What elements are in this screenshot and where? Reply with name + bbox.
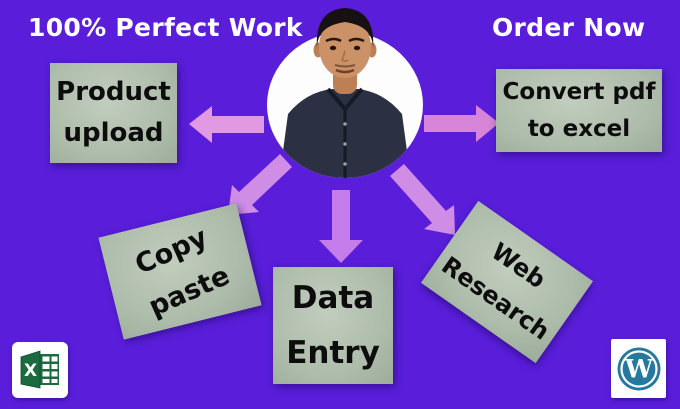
person-face (319, 16, 371, 78)
excel-card: X (12, 342, 68, 398)
person-eye-right (353, 45, 361, 51)
service-box-product-upload: Product upload (50, 63, 177, 163)
service-label: Convert pdf (502, 78, 656, 105)
seller-photo (267, 8, 423, 178)
person-eyebrow-left (325, 37, 342, 43)
person-nose (340, 50, 349, 62)
person-hair (316, 8, 374, 50)
person-eyebrow-right (348, 37, 365, 43)
excel-letter: X (24, 361, 37, 381)
wordpress-card: W (611, 339, 666, 398)
service-box-data-entry: Data Entry (273, 267, 393, 384)
person-mustache (334, 64, 356, 68)
arrow-down-left-icon (228, 154, 292, 215)
arrow-left-icon (189, 106, 264, 143)
person-eye-left (329, 45, 337, 51)
arrow-down-icon (319, 190, 363, 263)
cta-order-now[interactable]: Order Now (492, 13, 646, 42)
wordpress-letter: W (623, 354, 653, 383)
tagline-perfect-work: 100% Perfect Work (28, 13, 303, 42)
wordpress-icon: W (617, 347, 660, 390)
service-label: Data (291, 279, 375, 316)
service-label: to excel (527, 115, 631, 142)
person-mouth (335, 68, 355, 74)
service-label: Product (56, 77, 171, 107)
service-box-convert-pdf-to-excel: Convert pdf to excel (496, 69, 662, 152)
arrow-down-right-icon (390, 164, 455, 235)
arrow-right-icon (424, 105, 499, 142)
excel-icon: X (20, 350, 59, 389)
service-label: Entry (286, 334, 380, 371)
service-label: upload (63, 118, 164, 148)
